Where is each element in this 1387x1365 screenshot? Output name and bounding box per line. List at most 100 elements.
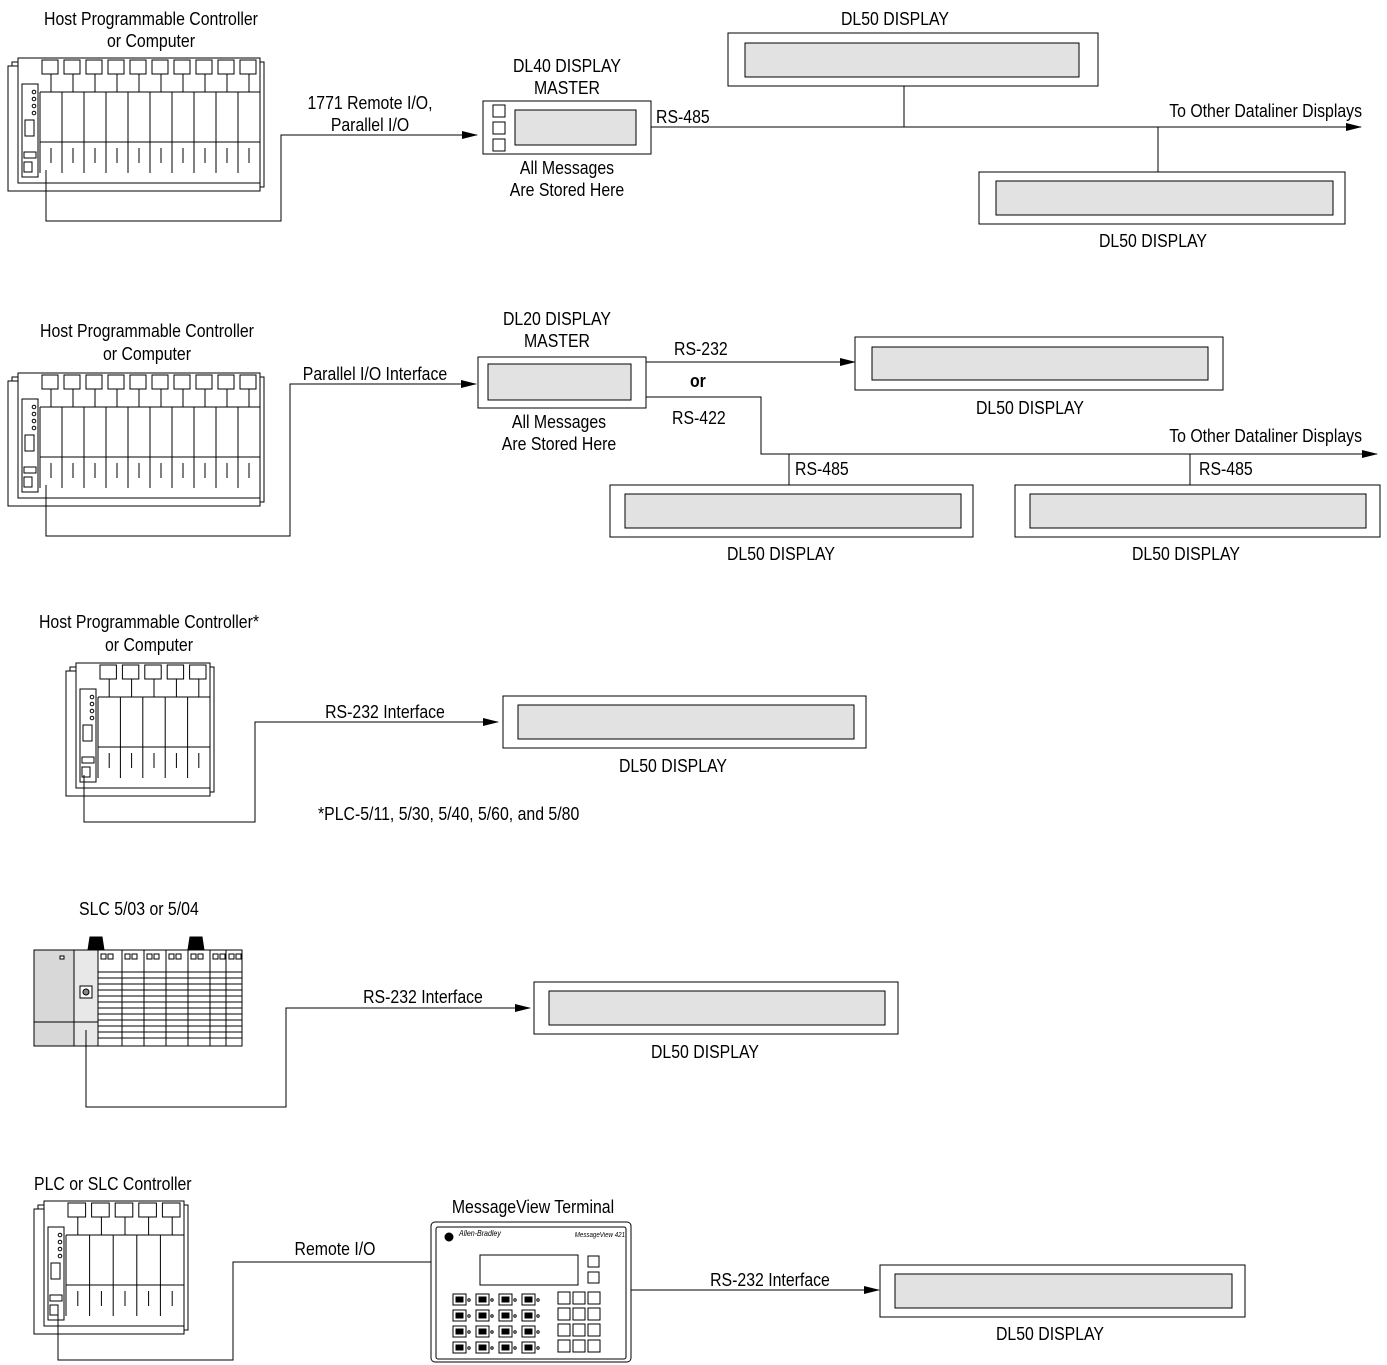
s5-controller-label: PLC or SLC Controller xyxy=(34,1174,192,1194)
rack-slot-tab xyxy=(41,59,59,75)
terminal-numeric-key xyxy=(557,1291,571,1305)
terminal-key-led xyxy=(467,1346,471,1350)
rack-slot-tab xyxy=(161,1202,181,1218)
rack-slot-tab xyxy=(151,374,169,390)
terminal-key-legend xyxy=(501,1328,510,1335)
s1-stored-line1: All Messages xyxy=(519,158,615,178)
rack-keyswitch xyxy=(50,1262,61,1280)
slc-indicator xyxy=(175,953,182,960)
rack-slot-tab xyxy=(114,1202,134,1218)
terminal-key-led xyxy=(513,1330,517,1334)
section2-display-far xyxy=(1014,484,1381,538)
slc-indicator xyxy=(228,953,235,960)
rack-led xyxy=(57,1253,63,1259)
rack-port xyxy=(49,1294,63,1302)
slc-key xyxy=(82,988,90,996)
terminal-key-legend xyxy=(478,1312,487,1319)
s2-rs422-label: RS-422 xyxy=(672,408,726,428)
s1-master-line1: DL40 DISPLAY xyxy=(512,56,621,76)
s2-or-label: or xyxy=(690,371,706,391)
s5-link-label: Remote I/O xyxy=(294,1239,376,1259)
rack-slot-tab xyxy=(129,374,147,390)
s5-terminal-model: MessageView 421 xyxy=(574,1232,625,1239)
slc-power-led xyxy=(59,955,65,960)
rack-slot-tab xyxy=(91,1202,110,1218)
s2-rs232-label: RS-232 xyxy=(674,339,728,359)
terminal-numeric-key xyxy=(587,1307,601,1321)
rack-slot-tab xyxy=(67,1202,87,1218)
terminal-key-led xyxy=(536,1314,540,1318)
terminal-key-legend xyxy=(455,1312,464,1319)
s3-host-line1: Host Programmable Controller* xyxy=(38,612,260,632)
rack-slot-tab xyxy=(138,1202,157,1218)
terminal-numeric-key xyxy=(587,1339,601,1353)
rack-slot-tab xyxy=(63,59,81,75)
terminal-key-led xyxy=(490,1314,494,1318)
rack-port xyxy=(81,756,95,764)
section1-display-bottom xyxy=(978,171,1346,225)
terminal-key-led xyxy=(490,1298,494,1302)
rack-led xyxy=(57,1239,63,1245)
section1-links xyxy=(45,86,1362,222)
rack-led xyxy=(31,103,37,109)
section2-dl20-master xyxy=(477,356,647,409)
terminal-numeric-key xyxy=(572,1339,586,1353)
section4-slc-chassis xyxy=(33,936,243,1047)
s2-stored-line1: All Messages xyxy=(511,412,607,432)
s3-display-label: DL50 DISPLAY xyxy=(618,756,727,776)
slc-indicator xyxy=(168,953,175,960)
s1-link-line2: Parallel I/O xyxy=(330,115,410,135)
s1-master-line2: MASTER xyxy=(533,78,600,98)
s4-display-label: DL50 DISPLAY xyxy=(650,1042,759,1062)
terminal-key-legend xyxy=(455,1296,464,1303)
section5-links xyxy=(57,1261,880,1361)
s2-master-line1: DL20 DISPLAY xyxy=(502,309,611,329)
rack-led xyxy=(89,715,95,721)
rack-slot-tab xyxy=(173,59,191,75)
rack-led xyxy=(57,1232,63,1238)
terminal-key-legend xyxy=(524,1312,533,1319)
section4-links xyxy=(85,1004,531,1108)
section3-display xyxy=(502,695,867,749)
terminal-numeric-key xyxy=(557,1323,571,1337)
rack-port xyxy=(23,466,37,474)
terminal-key-led xyxy=(490,1346,494,1350)
s2-drop2-label: RS-485 xyxy=(1199,459,1253,479)
s1-host-line1: Host Programmable Controller xyxy=(44,9,258,29)
rack-slot-tab xyxy=(85,374,103,390)
terminal-key-led xyxy=(536,1330,540,1334)
rack-keyswitch xyxy=(82,724,93,742)
s2-host-line2: or Computer xyxy=(102,344,192,364)
s2-other-label: To Other Dataliner Displays xyxy=(1169,426,1362,446)
rack-slot-tab xyxy=(195,59,213,75)
rack-led xyxy=(31,411,37,417)
section3-links xyxy=(83,718,499,823)
terminal-key-legend xyxy=(524,1328,533,1335)
terminal-key-led xyxy=(513,1314,517,1318)
s2-display-far-label: DL50 DISPLAY xyxy=(1131,544,1240,564)
s2-master-line2: MASTER xyxy=(523,331,590,351)
terminal-key-led xyxy=(467,1330,471,1334)
section1-dl40-master xyxy=(482,100,652,155)
terminal-key-legend xyxy=(524,1344,533,1351)
section1-display-top xyxy=(727,32,1099,87)
slc-indicator xyxy=(146,953,153,960)
section1-host-rack xyxy=(7,57,265,192)
rack-battery xyxy=(23,161,33,173)
rack-led xyxy=(89,708,95,714)
rack-led xyxy=(31,404,37,410)
s5-terminal-label: MessageView Terminal xyxy=(451,1197,615,1217)
rack-slot-tab xyxy=(99,664,117,680)
s2-display-left-label: DL50 DISPLAY xyxy=(726,544,835,564)
rack-led xyxy=(31,110,37,116)
s1-other-label: To Other Dataliner Displays xyxy=(1169,101,1362,121)
s2-drop1-label: RS-485 xyxy=(795,459,849,479)
terminal-key-led xyxy=(536,1346,540,1350)
rack-slot-tab xyxy=(151,59,169,75)
s1-display-bottom-label: DL50 DISPLAY xyxy=(1098,231,1207,251)
s3-host-line2: or Computer xyxy=(104,635,194,655)
slc-indicator xyxy=(190,953,197,960)
s1-link-line1: 1771 Remote I/O, xyxy=(307,93,433,113)
rack-battery xyxy=(49,1304,59,1316)
s1-display-top-label: DL50 DISPLAY xyxy=(840,9,949,29)
